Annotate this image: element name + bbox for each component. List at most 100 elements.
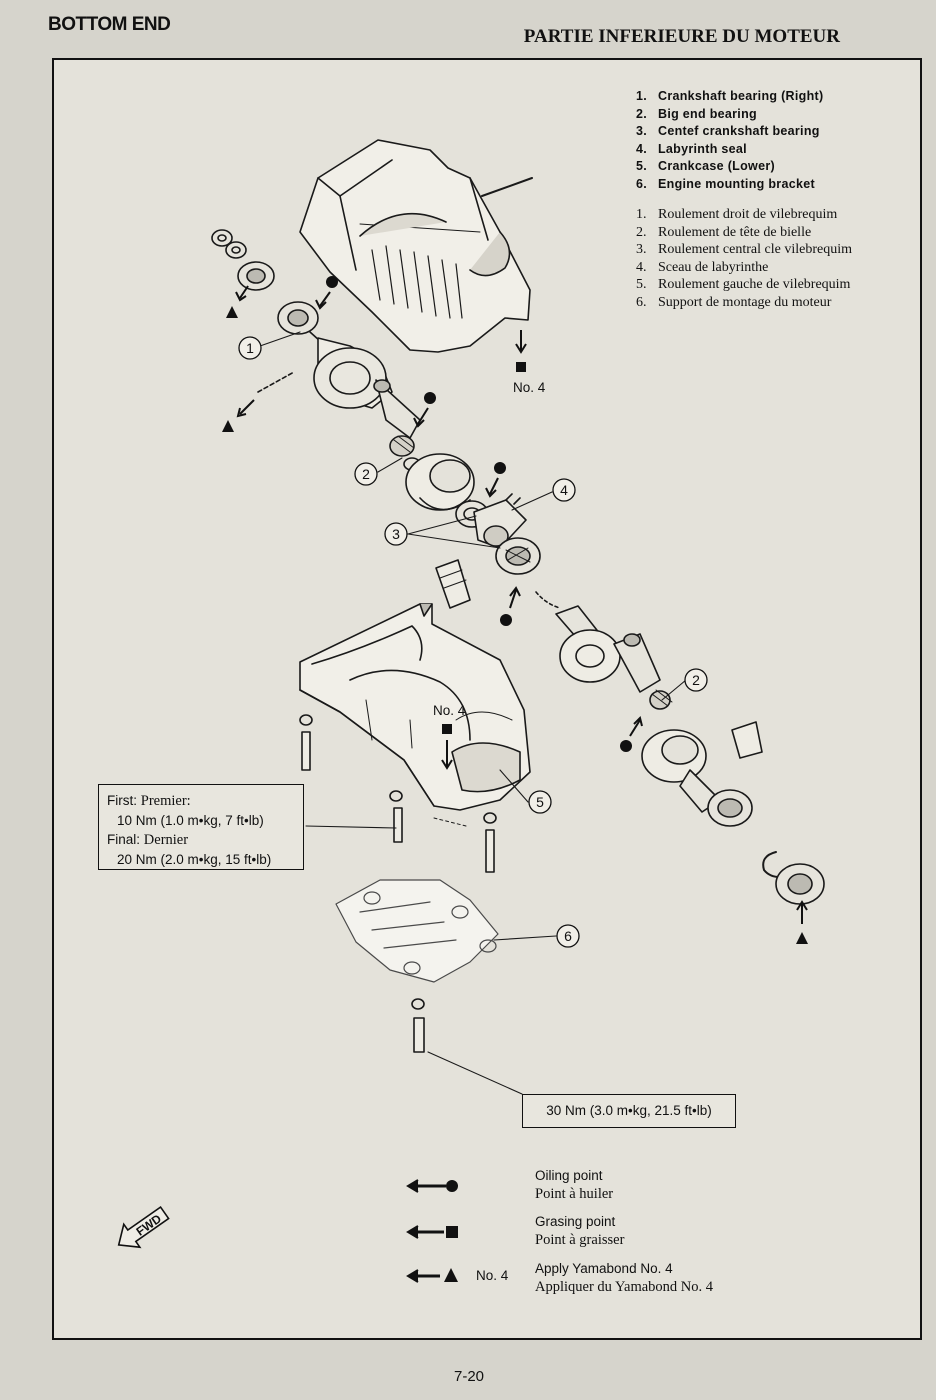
legend-text: Crankshaft bearing (Right): [658, 89, 824, 103]
oiling-point-icon: [406, 1179, 458, 1193]
legend-french: 1. Roulement droit de vilebrequim 2. Roule…: [636, 206, 852, 312]
leader-lines: [259, 331, 687, 1095]
callout-3: 3: [384, 522, 408, 546]
legend-text: Engine mounting bracket: [658, 176, 815, 191]
legend-num: 6.: [636, 176, 648, 191]
header-right-title: PARTIE INFERIEURE DU MOTEUR: [523, 26, 840, 47]
greasing-point-icon: [441, 724, 453, 770]
legend-num: 5.: [636, 277, 647, 293]
crankcase-bolts-part: [299, 714, 497, 873]
key-en: Oiling point: [535, 1168, 603, 1183]
yamabond-no4-label: No. 4: [433, 703, 466, 718]
big-end-bearing-upper-part: [389, 435, 421, 471]
legend-text: Roulement central cle vilebrequim: [658, 242, 852, 258]
callout-number: 5: [536, 794, 544, 810]
yamabond-icon: [796, 900, 808, 944]
legend-text: Centef crankshaft bearing: [658, 124, 820, 139]
yamabond-no4-label: No. 4: [513, 380, 546, 395]
callout-number: 3: [392, 526, 400, 542]
right-seal-parts: [211, 229, 275, 291]
torque-final-value: 20 Nm (2.0 m•kg, 15 ft•lb): [117, 852, 272, 867]
callout-number: 4: [560, 482, 568, 498]
yamabond-icon: [222, 399, 255, 432]
callout-2-lower: 2: [684, 668, 708, 692]
page-number: 7-20: [454, 1368, 485, 1385]
legend-num: 1.: [636, 207, 647, 222]
oiling-point-icon: [620, 716, 643, 752]
fwd-arrow-icon: FWD: [117, 1205, 170, 1249]
crankcase-bolt-torque-box: First: Premier: 10 Nm (1.0 m•kg, 7 ft•lb…: [98, 784, 304, 870]
oiling-point-icon: [413, 392, 436, 428]
key-oiling-point: Oiling point Point à huiler: [535, 1166, 613, 1204]
callout-5: 5: [528, 790, 552, 814]
header-left-title: BOTTOM END: [48, 14, 171, 35]
callout-2: 2: [354, 462, 378, 486]
lower-crankcase-part: [299, 603, 531, 811]
legend-num: 2.: [636, 106, 648, 121]
oiling-point-icon: [485, 462, 506, 498]
callout-number: 1: [246, 340, 254, 356]
legend-text: Crankcase (Lower): [658, 159, 775, 174]
legend-item: 1. Roulement droit de vilebrequim: [636, 206, 852, 224]
legend-text: Roulement de tête de bielle: [658, 224, 812, 240]
key-yamabond: Apply Yamabond No. 4 Appliquer du Yamabo…: [535, 1259, 713, 1297]
key-en: Grasing point: [535, 1214, 616, 1229]
torque-first-label-fr: Premier:: [140, 793, 191, 809]
legend-item: 1. Crankshaft bearing (Right): [636, 88, 823, 106]
legend-item: 6. Support de montage du moteur: [636, 294, 852, 312]
legend-item: 5. Crankcase (Lower): [636, 158, 823, 176]
key-fr: Appliquer du Yamabond No. 4: [535, 1279, 714, 1295]
legend-english: 1. Crankshaft bearing (Right) 2. Big end b…: [636, 88, 823, 194]
legend-item: 2. Big end bearing: [636, 106, 823, 124]
legend-text: Big end bearing: [658, 106, 757, 121]
legend-num: 6.: [636, 294, 647, 310]
legend-num: 2.: [636, 224, 647, 240]
callout-1: 1: [238, 336, 262, 360]
legend-item: 4. Sceau de labyrinthe: [636, 259, 852, 277]
legend-num: 3.: [636, 124, 648, 139]
callout-number: 6: [564, 928, 572, 944]
callout-number: 2: [362, 466, 370, 482]
crankshaft-left-half-part: [535, 591, 825, 905]
bracket-bolt-torque-box: 30 Nm (3.0 m•kg, 21.5 ft•lb): [522, 1094, 736, 1128]
torque-final-label: Final:: [107, 832, 141, 847]
legend-num: 5.: [636, 159, 648, 174]
legend-text: Labyrinth seal: [658, 141, 747, 156]
torque-first-value: 10 Nm (1.0 m•kg, 7 ft•lb): [117, 813, 264, 828]
torque-first-label: First:: [107, 793, 137, 808]
center-bearing-part: [435, 493, 541, 609]
callout-number: 2: [692, 672, 700, 688]
oiling-point-icon: [500, 586, 521, 626]
legend-text: Roulement droit de vilebrequim: [658, 207, 838, 222]
legend-text: Roulement gauche de vilebrequim: [658, 277, 851, 293]
bracket-bolt-part: [411, 998, 425, 1053]
legend-num: 1.: [636, 89, 648, 103]
legend-text: Support de montage du moteur: [658, 294, 832, 310]
legend-item: 4. Labyrinth seal: [636, 141, 823, 159]
key-en: Apply Yamabond No. 4: [535, 1261, 673, 1276]
legend-num: 4.: [636, 141, 648, 156]
legend-item: 5. Roulement gauche de vilebrequim: [636, 276, 852, 294]
crank-web-part: [405, 453, 475, 511]
yamabond-icon: [226, 285, 249, 318]
yamabond-icon: [406, 1268, 458, 1283]
legend-item: 3. Centef crankshaft bearing: [636, 123, 823, 141]
greasing-point-icon: [406, 1225, 458, 1239]
callout-4: 4: [552, 478, 576, 502]
key-fr: Point à graisser: [535, 1232, 625, 1248]
callout-6: 6: [556, 924, 580, 948]
key-fr: Point à huiler: [535, 1186, 614, 1202]
legend-item: 6. Engine mounting bracket: [636, 176, 823, 194]
legend-item: 3. Roulement central cle vilebrequim: [636, 241, 852, 259]
engine-mounting-bracket-part: [335, 879, 499, 983]
greasing-point-icon: [515, 330, 527, 372]
legend-text: Sceau de labyrinthe: [658, 259, 769, 275]
crankshaft-right-half-part: [257, 337, 421, 439]
key-greasing-point: Grasing point Point à graisser: [535, 1212, 624, 1250]
legend-num: 4.: [636, 259, 647, 275]
legend-num: 3.: [636, 242, 647, 258]
legend-item: 2. Roulement de tête de bielle: [636, 224, 852, 242]
upper-crankcase-part: [299, 139, 533, 353]
torque-final-label-fr: Dernier: [143, 832, 189, 848]
